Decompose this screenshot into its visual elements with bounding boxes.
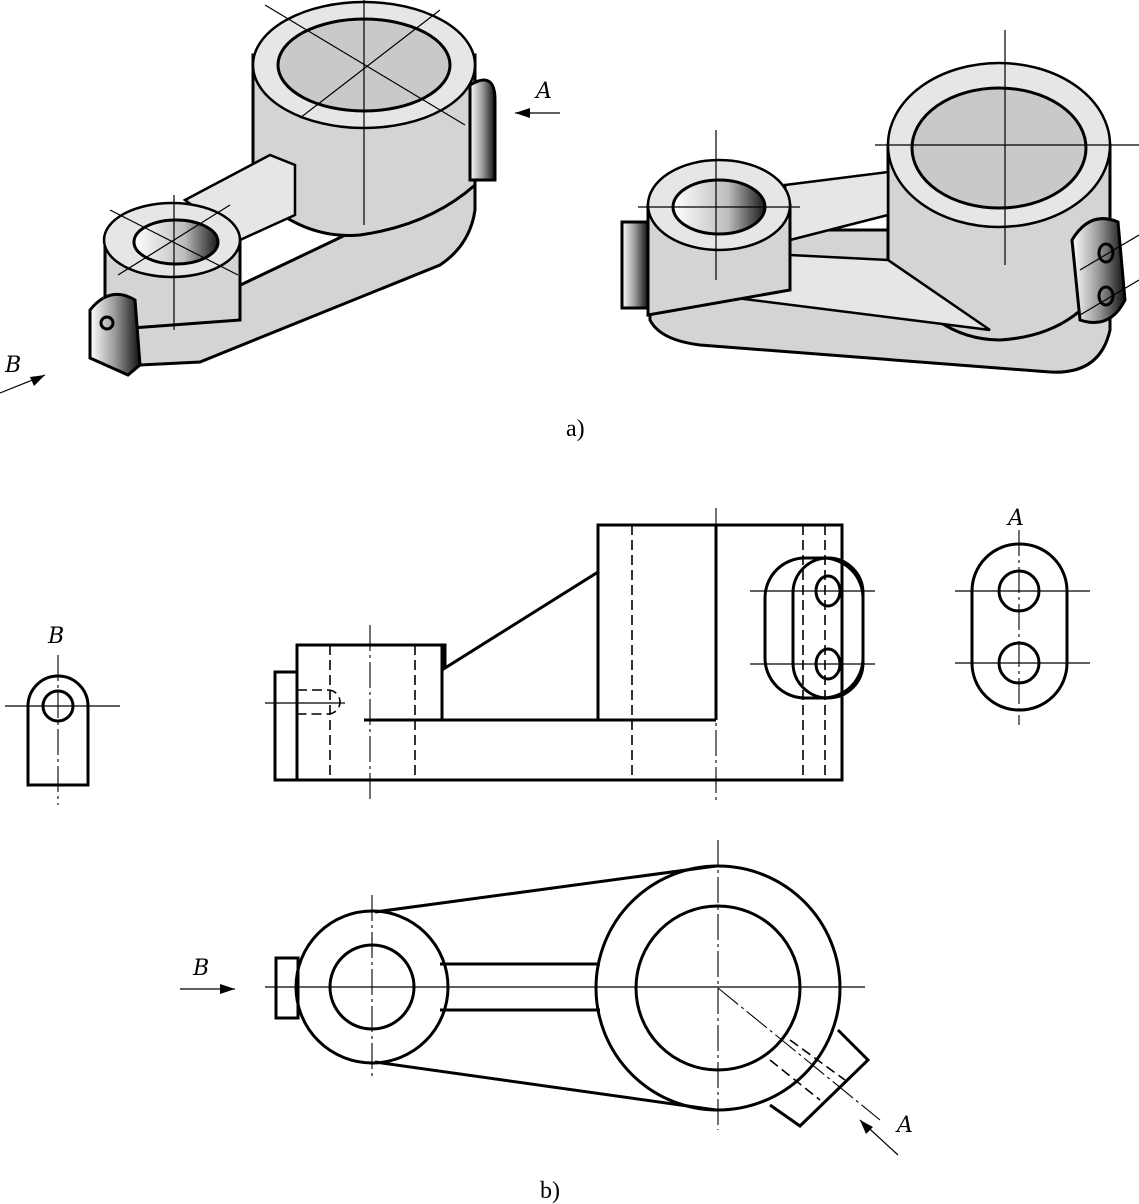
isometric-view-left (0, 0, 560, 394)
view-a (955, 530, 1090, 725)
front-view (265, 508, 875, 800)
lug-b-hole (99, 315, 115, 331)
label-a-view: A (1006, 506, 1024, 531)
label-b-iso: B (4, 353, 21, 378)
top-view (180, 840, 899, 1156)
label-a-top: A (895, 1113, 913, 1138)
isometric-view-right (620, 30, 1139, 374)
view-b (5, 655, 120, 805)
label-b-top: B (192, 956, 209, 981)
caption-a: a) (566, 416, 585, 442)
small-bore (132, 218, 220, 266)
caption-b: b) (540, 1178, 560, 1204)
lug-two-hole (1070, 217, 1127, 324)
label-a-iso: A (534, 79, 552, 104)
lug-b (88, 292, 142, 377)
lug-a (468, 78, 497, 182)
lug-left-right (620, 220, 650, 310)
cylinder-bore-right (910, 86, 1088, 210)
label-b-view: B (47, 624, 64, 649)
